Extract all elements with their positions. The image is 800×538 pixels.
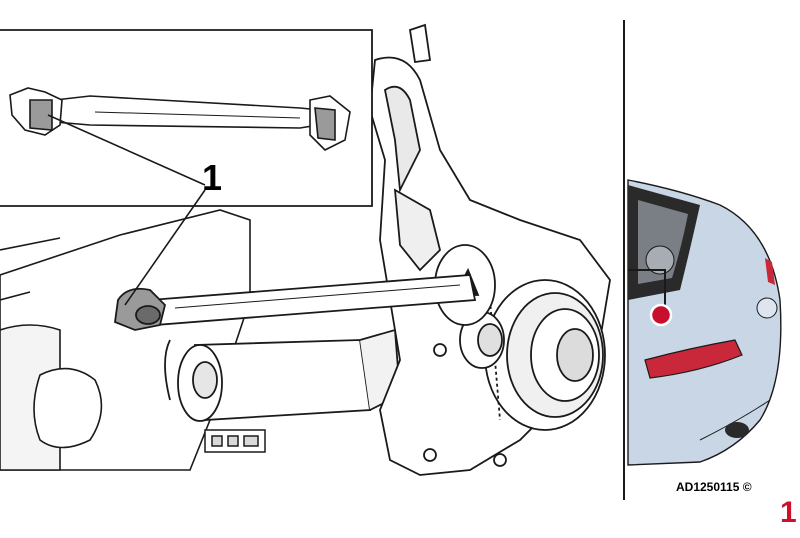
wheel-hub <box>423 279 606 467</box>
shock-absorber <box>164 328 401 422</box>
vehicle-rear-view <box>627 179 782 466</box>
callout-label-1: 1 <box>202 157 223 198</box>
location-marker <box>649 303 673 327</box>
link-rod-detail <box>9 87 351 151</box>
electrical-connector <box>204 429 266 453</box>
detail-inset <box>0 29 373 207</box>
figure-code: AD1250115 © <box>676 480 752 494</box>
page-number: 1 <box>780 496 797 529</box>
callout-leader-lines <box>47 114 206 306</box>
link-rod-installed <box>114 274 477 331</box>
